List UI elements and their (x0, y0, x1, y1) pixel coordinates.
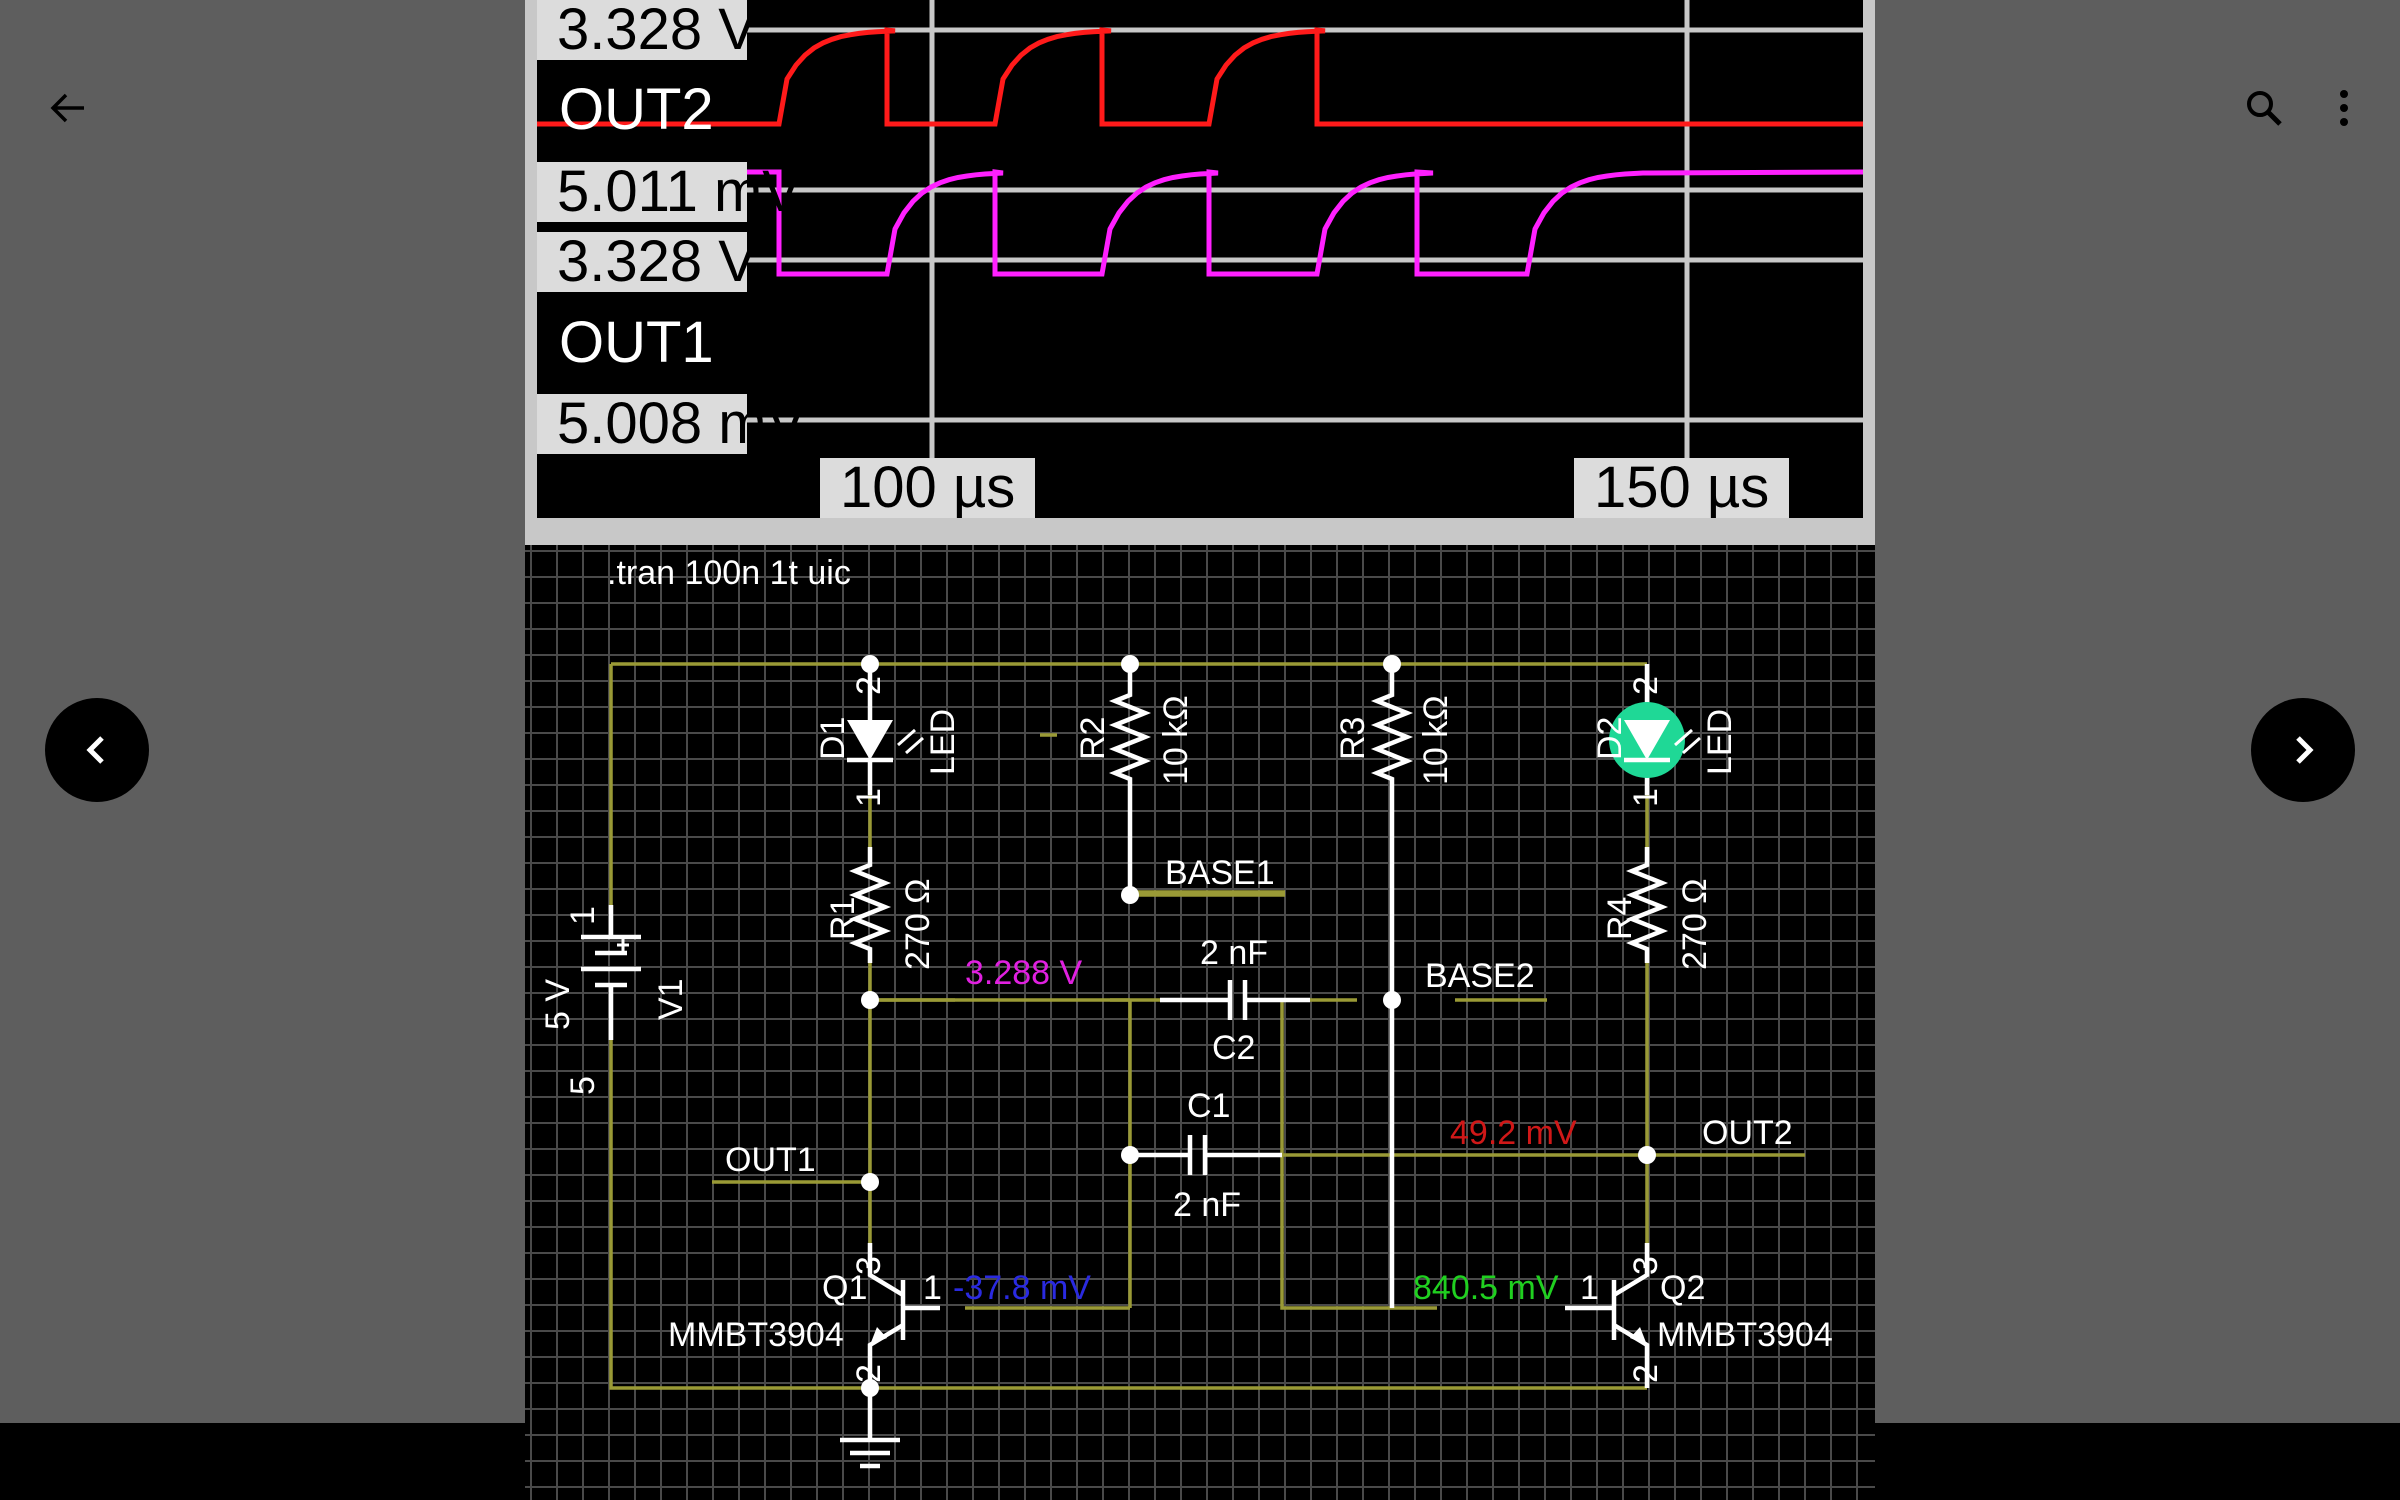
scope-display: 3.328 V OUT2 5.011 mV 3.328 V OUT1 5.008… (537, 0, 1863, 518)
out1-trace (537, 169, 1863, 277)
d2-body[interactable] (1624, 720, 1670, 760)
circuit-drawing (581, 655, 1805, 1469)
probe-voltage-magenta: 3.288 V (965, 954, 1083, 992)
next-button[interactable] (2251, 698, 2355, 802)
time-label-150us: 150 µs (1574, 458, 1790, 518)
c1-ref: C1 (1187, 1087, 1231, 1125)
net-out2: OUT2 (1702, 1114, 1793, 1152)
wires (609, 655, 1805, 1390)
q1-emitter-arrow (870, 1327, 887, 1345)
d2-ref: D2 (1591, 716, 1629, 760)
chevron-left-icon (86, 736, 104, 764)
v1-ref: V1 (652, 978, 690, 1020)
back-button[interactable] (44, 84, 92, 132)
d1-pin2: 2 (850, 676, 888, 695)
r3-value: 10 kΩ (1417, 695, 1455, 785)
q1-model: MMBT3904 (668, 1316, 844, 1354)
q2-model: MMBT3904 (1657, 1316, 1833, 1354)
net-out1: OUT1 (725, 1141, 816, 1179)
q2-emitter-arrow (1630, 1327, 1647, 1345)
q2-pin2: 2 (1627, 1364, 1665, 1383)
net-base2: BASE2 (1425, 957, 1535, 995)
simulator-view: 3.328 V OUT2 5.011 mV 3.328 V OUT1 5.008… (525, 0, 1875, 1500)
d1-ref: D1 (814, 716, 852, 760)
d1-body[interactable] (847, 720, 893, 760)
v1-pin5: 5 (564, 1076, 602, 1095)
c1-value: 2 nF (1173, 1186, 1242, 1224)
out2-trace (537, 27, 1863, 127)
out1-min-label: 5.008 mV (537, 394, 805, 454)
q1-pin1: 1 (923, 1269, 942, 1307)
sim-directive[interactable]: .tran 100n 1t uic (607, 554, 851, 592)
q1-ref: Q1 (822, 1269, 868, 1307)
r2-value: 10 kΩ (1157, 695, 1195, 785)
c2-value: 2 nF (1200, 934, 1269, 972)
r4-ref: R4 (1601, 896, 1639, 940)
d2-pin1: 1 (1627, 788, 1665, 807)
out1-max-label: 3.328 V (537, 232, 757, 292)
out2-max-label: 3.328 V (537, 0, 757, 60)
q2-ref: Q2 (1660, 1269, 1706, 1307)
probe-voltage-red: 49.2 mV (1450, 1114, 1577, 1152)
search-icon (2247, 91, 2282, 126)
d2-type: LED (1701, 708, 1739, 775)
r1-value: 270 Ω (899, 878, 937, 970)
schematic-canvas[interactable]: .tran 100n 1t uic 2 D1 1 LED R2 10 kΩ R3… (525, 545, 1875, 1500)
v1-value: 5 V (539, 978, 577, 1030)
junction-dots[interactable] (861, 655, 1656, 1397)
probe-voltage-blue: -37.8 mV (953, 1269, 1091, 1307)
time-label-100us: 100 µs (820, 458, 1036, 518)
d2-pin2: 2 (1627, 676, 1665, 695)
d1-pin1: 1 (850, 788, 888, 807)
r1-ref: R1 (824, 896, 862, 940)
d1-type: LED (924, 708, 962, 775)
d1-light-arrows (897, 728, 924, 755)
r2-ref: R2 (1074, 716, 1112, 760)
oscilloscope-panel[interactable]: 3.328 V OUT2 5.011 mV 3.328 V OUT1 5.008… (525, 0, 1875, 545)
more-options-button[interactable] (2320, 84, 2368, 132)
out2-channel-label: OUT2 (559, 77, 714, 142)
r3-ref: R3 (1334, 716, 1372, 760)
v1-pin1: 1 (564, 906, 602, 925)
c2-ref: C2 (1212, 1029, 1256, 1067)
previous-button[interactable] (45, 698, 149, 802)
out2-min-label: 5.011 mV (537, 162, 801, 222)
out1-channel-label: OUT1 (559, 310, 714, 375)
net-base1: BASE1 (1165, 854, 1275, 892)
scope-plot (537, 0, 1863, 518)
chevron-right-icon (2296, 736, 2314, 764)
probe-voltage-green: 840.5 mV (1413, 1269, 1559, 1307)
search-button[interactable] (2240, 84, 2288, 132)
q1-pin2: 2 (850, 1364, 888, 1383)
q2-pin3: 3 (1627, 1256, 1665, 1275)
components (581, 664, 1669, 1469)
arrow-left-icon (50, 93, 84, 123)
q2-pin1: 1 (1580, 1269, 1599, 1307)
more-vert-icon (2340, 90, 2348, 126)
r4-value: 270 Ω (1676, 878, 1714, 970)
